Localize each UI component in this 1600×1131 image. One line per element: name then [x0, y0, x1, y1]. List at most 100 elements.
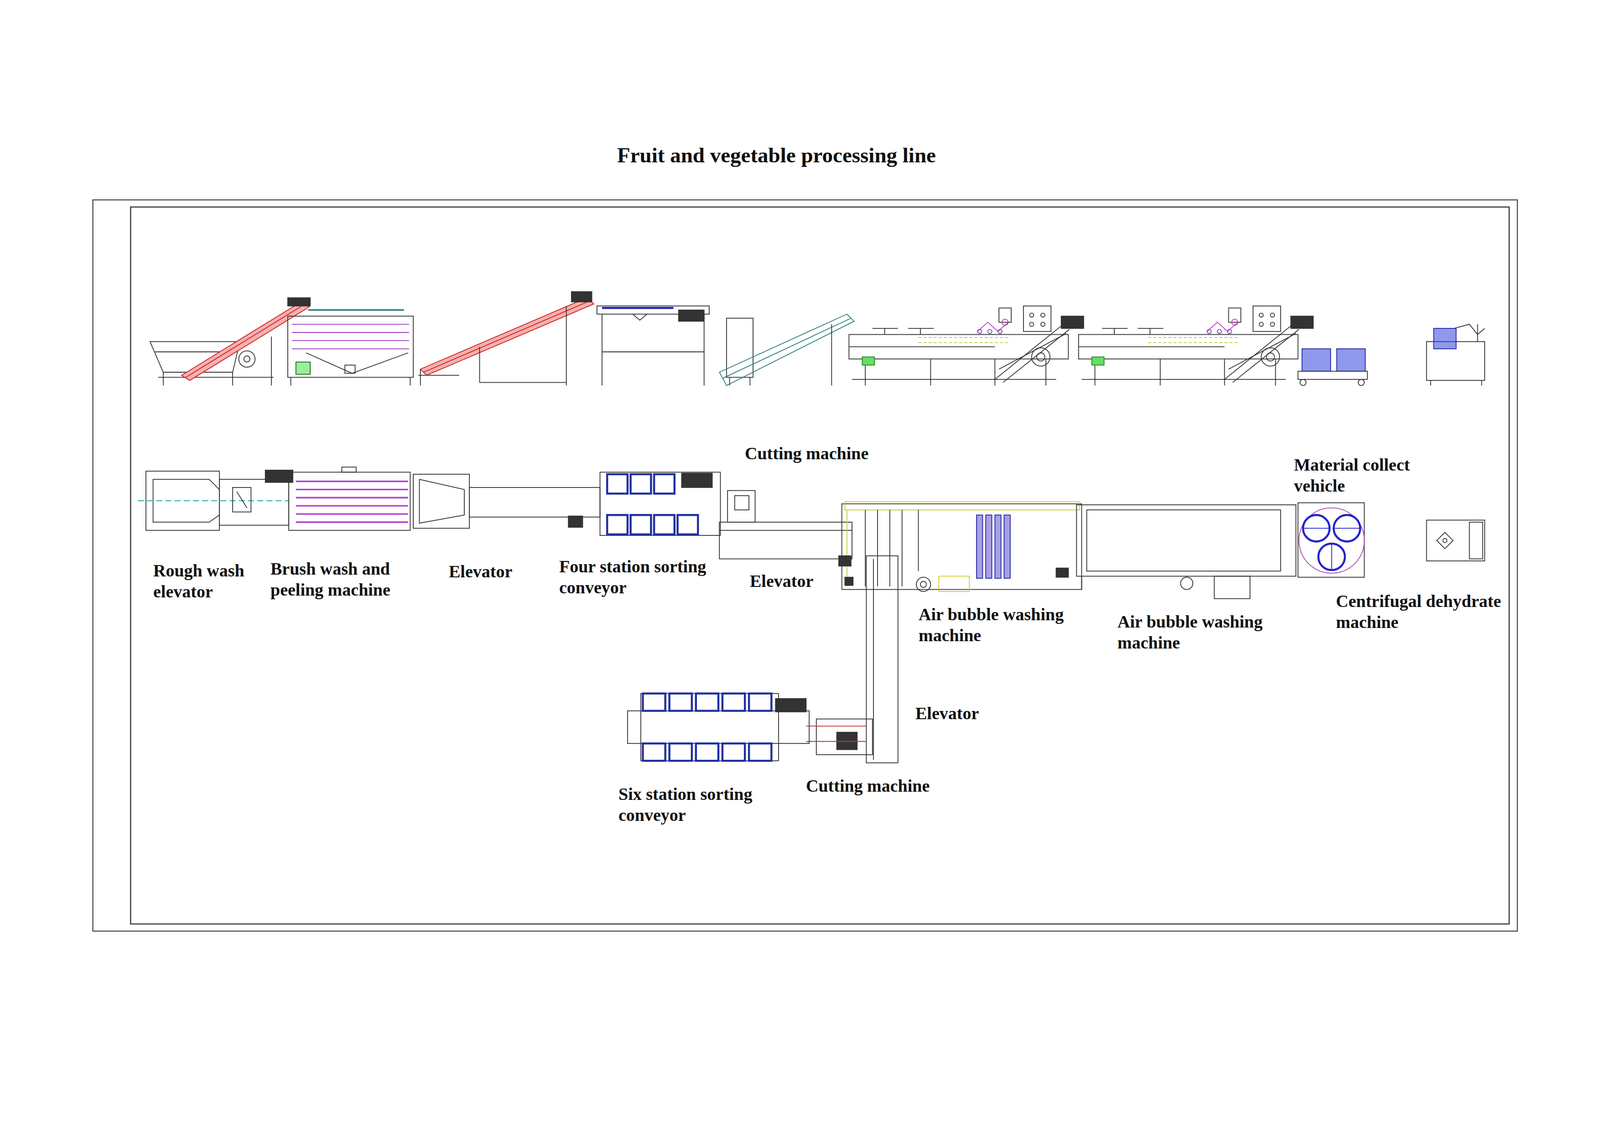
- vertical-elevator-plan: [872, 558, 874, 760]
- cutting-machine-side: [749, 377, 751, 386]
- collect-vehicle-side: [1302, 348, 1331, 372]
- sorting-conveyor-plan: [642, 743, 665, 761]
- equipment-label: Air bubble washing machine: [1117, 611, 1289, 654]
- bubble-washer-plan: [1056, 504, 1297, 599]
- equipment-label: Elevator: [749, 570, 814, 592]
- collect-vehicle-plan: [1303, 527, 1330, 529]
- bubble-washer-plan: [1076, 504, 1296, 577]
- elevator-side: [420, 369, 421, 386]
- bubble-washer-plan: [877, 509, 878, 587]
- rough-wash-elevator-side: [158, 377, 274, 379]
- bubble-washer-plan: [916, 577, 931, 592]
- brush-washer-plan: [296, 505, 409, 507]
- bubble-washer-plan: [1056, 568, 1069, 578]
- sorting-conveyor-side: [602, 351, 705, 353]
- rough-wash-elevator-side: [244, 355, 250, 362]
- rough-wash-elevator-side: [162, 372, 164, 386]
- brush-washer-side: [308, 309, 405, 312]
- rough-wash-elevator-side: [181, 301, 310, 381]
- elevator-side: [479, 346, 481, 383]
- cutting-machine-plan: [805, 741, 867, 743]
- bubble-washer-side: [1078, 306, 1314, 386]
- equipment-label: Brush wash and peeling machine: [270, 558, 412, 601]
- sorting-conveyor-plan: [607, 474, 628, 494]
- brush-washer-plan: [296, 488, 409, 491]
- elevator-plan: [719, 522, 852, 560]
- sorting-conveyor-plan: [722, 693, 745, 712]
- equipment-label: Four station sorting conveyor: [559, 555, 731, 599]
- collect-vehicle-plan: [1333, 514, 1361, 542]
- brush-washer-side: [306, 353, 409, 374]
- sorting-conveyor-plan: [627, 711, 810, 744]
- sorting-conveyor-plan: [748, 743, 772, 761]
- brush-washer-plan: [296, 513, 409, 515]
- centrifuge-side: [1481, 380, 1483, 386]
- elevator-side: [420, 297, 594, 376]
- collect-vehicle-side: [1336, 348, 1366, 372]
- elevator-plan: [719, 529, 852, 531]
- centrifuge-side: [1430, 380, 1432, 386]
- sorting-conveyor-plan: [600, 472, 721, 536]
- elevator-plan: [413, 474, 600, 529]
- rough-wash-elevator-side: [238, 350, 256, 368]
- brush-washer-plan: [296, 480, 409, 483]
- bubble-washer-plan: [938, 576, 970, 592]
- sorting-conveyor-plan: [607, 514, 628, 535]
- brush-washer-side: [290, 377, 292, 386]
- sorting-conveyor-plan: [640, 693, 779, 762]
- elevator-plan: [469, 487, 600, 518]
- collect-vehicle-plan: [1298, 502, 1365, 577]
- bubble-washer-plan: [846, 509, 848, 587]
- bubble-washer-plan: [901, 509, 903, 587]
- cutting-machine-side: [726, 318, 754, 386]
- bubble-washer-plan: [838, 501, 1082, 592]
- cutting-machine-plan: [727, 490, 755, 523]
- equipment-label: Centrifugal dehydrate machine: [1335, 590, 1522, 634]
- rough-wash-elevator-side: [270, 336, 272, 386]
- brush-washer-plan: [296, 497, 409, 499]
- centrifuge-plan: [1436, 532, 1454, 549]
- sorting-conveyor-plan: [654, 514, 675, 535]
- brush-washer-plan: [288, 472, 411, 530]
- vertical-elevator-plan: [866, 555, 898, 764]
- sorting-conveyor-plan: [630, 474, 652, 494]
- elevator-side: [423, 301, 590, 373]
- bubble-washer-plan: [994, 514, 1001, 579]
- rough-wash-elevator-plan: [219, 479, 289, 526]
- rough-wash-elevator-side: [287, 297, 311, 307]
- bubble-washer-plan: [1214, 576, 1250, 599]
- sorting-conveyor-plan: [669, 693, 692, 712]
- equipment-label: Elevator: [915, 702, 979, 724]
- bubble-washer-plan: [841, 503, 1082, 590]
- equipment-label: Cutting machine: [744, 442, 869, 464]
- sorting-conveyor-plan: [677, 514, 699, 535]
- cutting-machine-side: [726, 318, 754, 378]
- elevator-side: [566, 306, 567, 386]
- centrifuge-side: [1454, 324, 1485, 335]
- rough-wash-elevator-side: [232, 372, 234, 386]
- elevator-plan: [413, 474, 470, 529]
- centrifuge-side: [1477, 324, 1479, 342]
- collect-vehicle-side: [1298, 371, 1368, 380]
- collect-vehicle-plan: [1318, 543, 1346, 571]
- elevator-side: [719, 314, 854, 386]
- brush-washer-side: [344, 365, 355, 374]
- elevator-side: [831, 324, 832, 386]
- collect-vehicle-plan: [1298, 508, 1365, 574]
- brush-washer-plan: [341, 467, 356, 473]
- brush-washer-side: [287, 316, 414, 378]
- sorting-conveyor-plan: [669, 743, 692, 761]
- collect-vehicle-side: [1299, 379, 1306, 386]
- equipment-label: Rough wash elevator: [153, 560, 266, 603]
- sorting-conveyor-plan: [696, 693, 719, 712]
- bubble-washer-plan: [889, 509, 891, 587]
- collect-vehicle-plan: [1331, 543, 1333, 571]
- sorting-conveyor-side: [703, 314, 705, 386]
- cutting-machine-plan: [734, 495, 749, 510]
- bubble-washer-plan: [864, 509, 866, 587]
- brush-washer-side: [409, 377, 411, 386]
- sheet-frame: [1508, 851, 1510, 925]
- bubble-washer-plan: [1086, 509, 1281, 572]
